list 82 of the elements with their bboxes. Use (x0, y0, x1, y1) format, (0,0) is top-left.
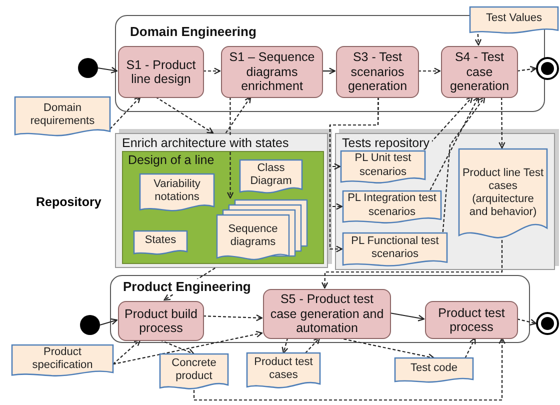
process-step (336, 46, 419, 98)
step-label: S1 – Sequence diagrams enrichment (228, 50, 316, 94)
arrow (98, 66, 118, 74)
process-step (221, 46, 323, 98)
document-label: Domain requirements (29, 102, 96, 128)
panel-title: Design of a line (126, 153, 216, 167)
end-node (536, 57, 559, 80)
swimlane-frame (110, 275, 530, 343)
document-label: Product test cases (253, 356, 314, 382)
document-label: Sequence diagrams (227, 222, 279, 250)
arrow (282, 338, 288, 354)
start-node (80, 315, 100, 335)
design-panel (122, 151, 324, 264)
lane-title: Domain Engineering (128, 24, 258, 39)
document-label: States (144, 234, 176, 248)
arrow (160, 340, 195, 356)
panel-title: Enrich architecture with states (120, 136, 291, 150)
arrow (164, 268, 216, 301)
step-label: S1 - Product line design (125, 58, 197, 86)
document-label: Product specification (31, 346, 94, 372)
arrow (322, 68, 336, 74)
arrow (430, 96, 480, 190)
arrow (305, 337, 320, 354)
process-step (441, 46, 518, 98)
document-shape (459, 149, 547, 241)
arrow (516, 318, 537, 326)
document-shape (395, 358, 473, 383)
lane-title: Product Engineering (121, 279, 253, 294)
document-shape (12, 345, 113, 377)
document-label: PL Functional test scenarios (350, 234, 440, 262)
document-shape (134, 231, 187, 255)
step-label: S4 - Test case generation (448, 50, 510, 94)
document-label: Concrete product (170, 356, 218, 384)
arrow (464, 337, 476, 358)
document-shape (160, 354, 228, 390)
document-shape (247, 353, 320, 389)
document-shape (341, 151, 425, 184)
swimlane-frame (115, 15, 545, 112)
document-label: Test code (410, 362, 458, 376)
document-shape (343, 191, 441, 224)
document-stack (217, 200, 307, 260)
document-shape (240, 160, 302, 194)
section-label: Repository (36, 195, 102, 209)
document-label: Class Diagram (249, 162, 293, 188)
arrow (226, 97, 234, 199)
document-shape (343, 233, 447, 267)
arrow (112, 339, 141, 365)
panel-title: Tests repository (340, 136, 432, 150)
document-label: PL Integration test scenarios (346, 192, 438, 219)
arrow (390, 312, 425, 322)
arrow (474, 34, 482, 46)
arrow (516, 66, 537, 73)
step-label: Product build process (124, 306, 198, 336)
end-node (536, 312, 559, 335)
arrow (329, 97, 379, 252)
arrow (225, 96, 252, 134)
step-label: Product test process (437, 306, 506, 334)
process-step (118, 46, 204, 98)
step-label: S5 - Product test case generation and automation (269, 292, 385, 336)
document-label: Product line Test cases (arquitecture and behavior) (462, 166, 544, 220)
arrow (498, 97, 506, 149)
arrow (193, 337, 506, 401)
arrow (112, 330, 263, 365)
arrow (442, 96, 486, 232)
arrow (321, 240, 503, 289)
arrow (100, 318, 118, 326)
arrow (155, 96, 214, 134)
start-node (78, 58, 98, 78)
document-shape (140, 174, 214, 212)
arrow (110, 96, 141, 130)
arrow (418, 68, 441, 74)
document-shape (470, 7, 558, 34)
document-label: PL Unit test scenarios (354, 152, 412, 179)
document-label: Variability notations (152, 178, 202, 204)
document-label: Test Values (486, 12, 542, 26)
arrow (202, 314, 263, 322)
step-label: S3 - Test scenarios generation (346, 50, 408, 94)
arrow (203, 68, 221, 74)
process-step (425, 301, 518, 339)
document-shape (15, 97, 110, 137)
process-step (263, 289, 391, 339)
process-step (118, 301, 204, 341)
